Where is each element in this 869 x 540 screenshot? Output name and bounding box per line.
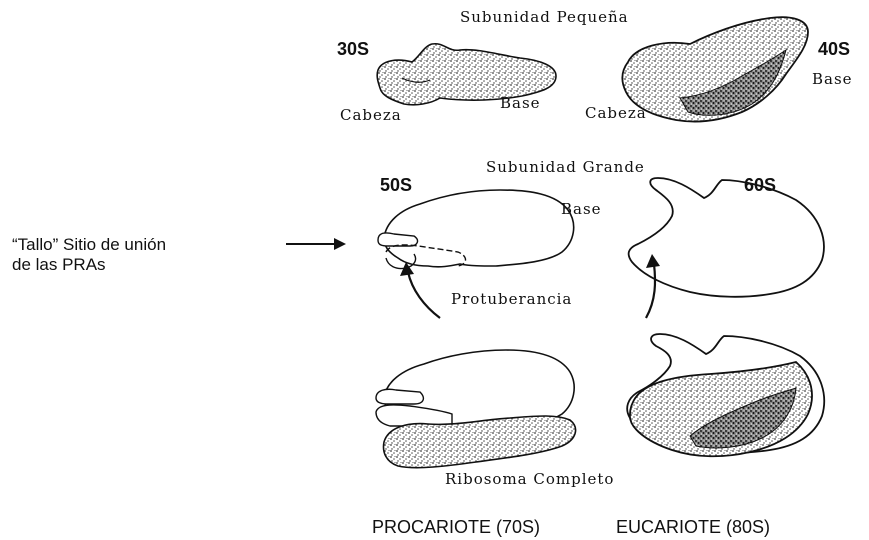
base-30s-label: Base xyxy=(500,96,541,111)
complete-ribosome-80s xyxy=(627,334,824,456)
stalk-arrow xyxy=(286,238,346,250)
code-50s-label: 50S xyxy=(380,176,412,194)
stalk-label-line2: de las PRAs xyxy=(12,256,106,273)
large-subunit-60s xyxy=(629,178,824,297)
prokaryote-caption: PROCARIOTE (70S) xyxy=(372,518,540,536)
head-40s-label: Cabeza xyxy=(585,106,647,121)
protuberance-arrow-left xyxy=(400,262,440,318)
base-40s-label: Base xyxy=(812,72,853,87)
code-60s-label: 60S xyxy=(744,176,776,194)
complete-ribosome-70s xyxy=(376,350,576,468)
base-50s-label: Base xyxy=(561,202,602,217)
large-subunit-title: Subunidad Grande xyxy=(486,160,645,175)
eukaryote-caption: EUCARIOTE (80S) xyxy=(616,518,770,536)
protuberance-label: Protuberancia xyxy=(451,292,572,307)
head-30s-label: Cabeza xyxy=(340,108,402,123)
complete-ribosome-title: Ribosoma Completo xyxy=(445,472,614,487)
protuberance-arrow-right xyxy=(646,254,660,318)
stalk-label-line1: “Tallo” Sitio de unión xyxy=(12,236,166,253)
large-subunit-50s xyxy=(378,190,574,269)
code-30s-label: 30S xyxy=(337,40,369,58)
code-40s-label: 40S xyxy=(818,40,850,58)
small-subunit-title: Subunidad Pequeña xyxy=(460,10,629,25)
small-subunit-40s xyxy=(622,17,808,121)
